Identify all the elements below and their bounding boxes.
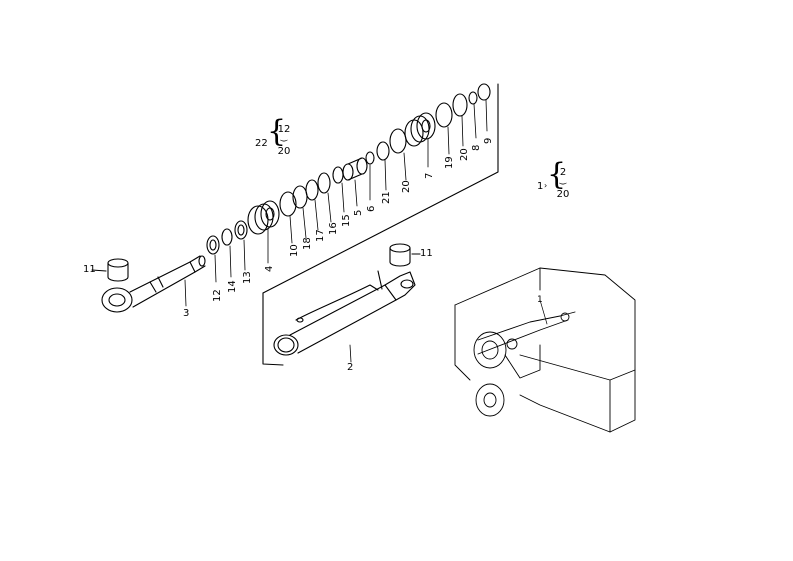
cylinder-barrel [273,243,421,356]
piston-rod [101,255,206,313]
label-1-context: 1 [537,295,543,305]
label-4: 4 [264,265,275,272]
label-3: 3 [183,308,190,319]
label-7: 7 [424,172,435,179]
group-1-range: 2 ) 20 [556,167,570,200]
group-22-brace: { [267,114,287,149]
group-1-sep: ) [558,181,568,186]
assembly-outline [262,83,499,366]
group-1-id: 1 [537,181,544,192]
label-9: 9 [483,137,494,144]
group-1-to: 20 [556,189,570,200]
label-20-lower: 20 [401,180,412,193]
group-1-from: 2 [559,167,567,178]
group-22-range: 12 ) 20 [277,124,291,157]
group-22-id: 22 [255,138,268,149]
label-14: 14 [227,280,238,293]
group-22-from: 12 [277,124,291,135]
label-17: 17 [315,229,326,242]
label-16: 16 [328,222,339,235]
leader-lines [184,99,488,363]
group-1-pointer: › [544,181,548,190]
label-2: 2 [347,362,354,373]
group-22-to: 20 [277,146,291,157]
label-13: 13 [242,271,253,284]
label-10: 10 [289,244,300,257]
label-21: 21 [381,191,392,204]
label-19: 19 [444,156,455,169]
label-8: 8 [471,144,482,151]
label-5: 5 [353,209,364,216]
label-6: 6 [366,205,377,212]
vehicle-context-sketch [454,267,636,433]
seal-rings [206,83,491,255]
bushing-left [91,258,129,282]
group-22-sep: ) [279,138,289,143]
label-11-left: 11 [83,264,96,275]
group-1-brace: { [547,157,567,192]
label-12: 12 [212,289,223,302]
label-20-upper: 20 [459,148,470,161]
label-15: 15 [341,214,352,227]
label-18: 18 [302,237,313,250]
label-11-right: 11 [420,248,433,259]
